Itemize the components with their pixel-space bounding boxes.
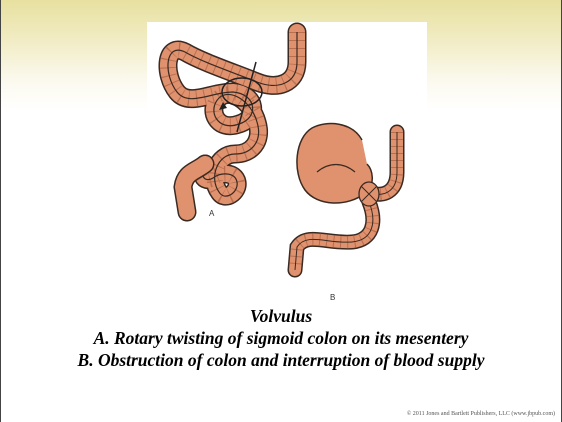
panel-b-label: B — [330, 293, 335, 302]
caption-line-a: A. Rotary twisting of sigmoid colon on i… — [1, 327, 561, 349]
colon-diagram: A B — [147, 22, 427, 307]
caption-line-b: B. Obstruction of colon and interruption… — [1, 349, 561, 371]
volvulus-illustration: A B — [147, 22, 427, 307]
caption-title: Volvulus — [1, 305, 561, 327]
caption: Volvulus A. Rotary twisting of sigmoid c… — [1, 305, 561, 371]
panel-a-colon — [168, 32, 297, 212]
panel-a-label: A — [209, 209, 215, 218]
panel-b-colon — [295, 124, 397, 270]
copyright-notice: © 2011 Jones and Bartlett Publishers, LL… — [407, 411, 555, 417]
